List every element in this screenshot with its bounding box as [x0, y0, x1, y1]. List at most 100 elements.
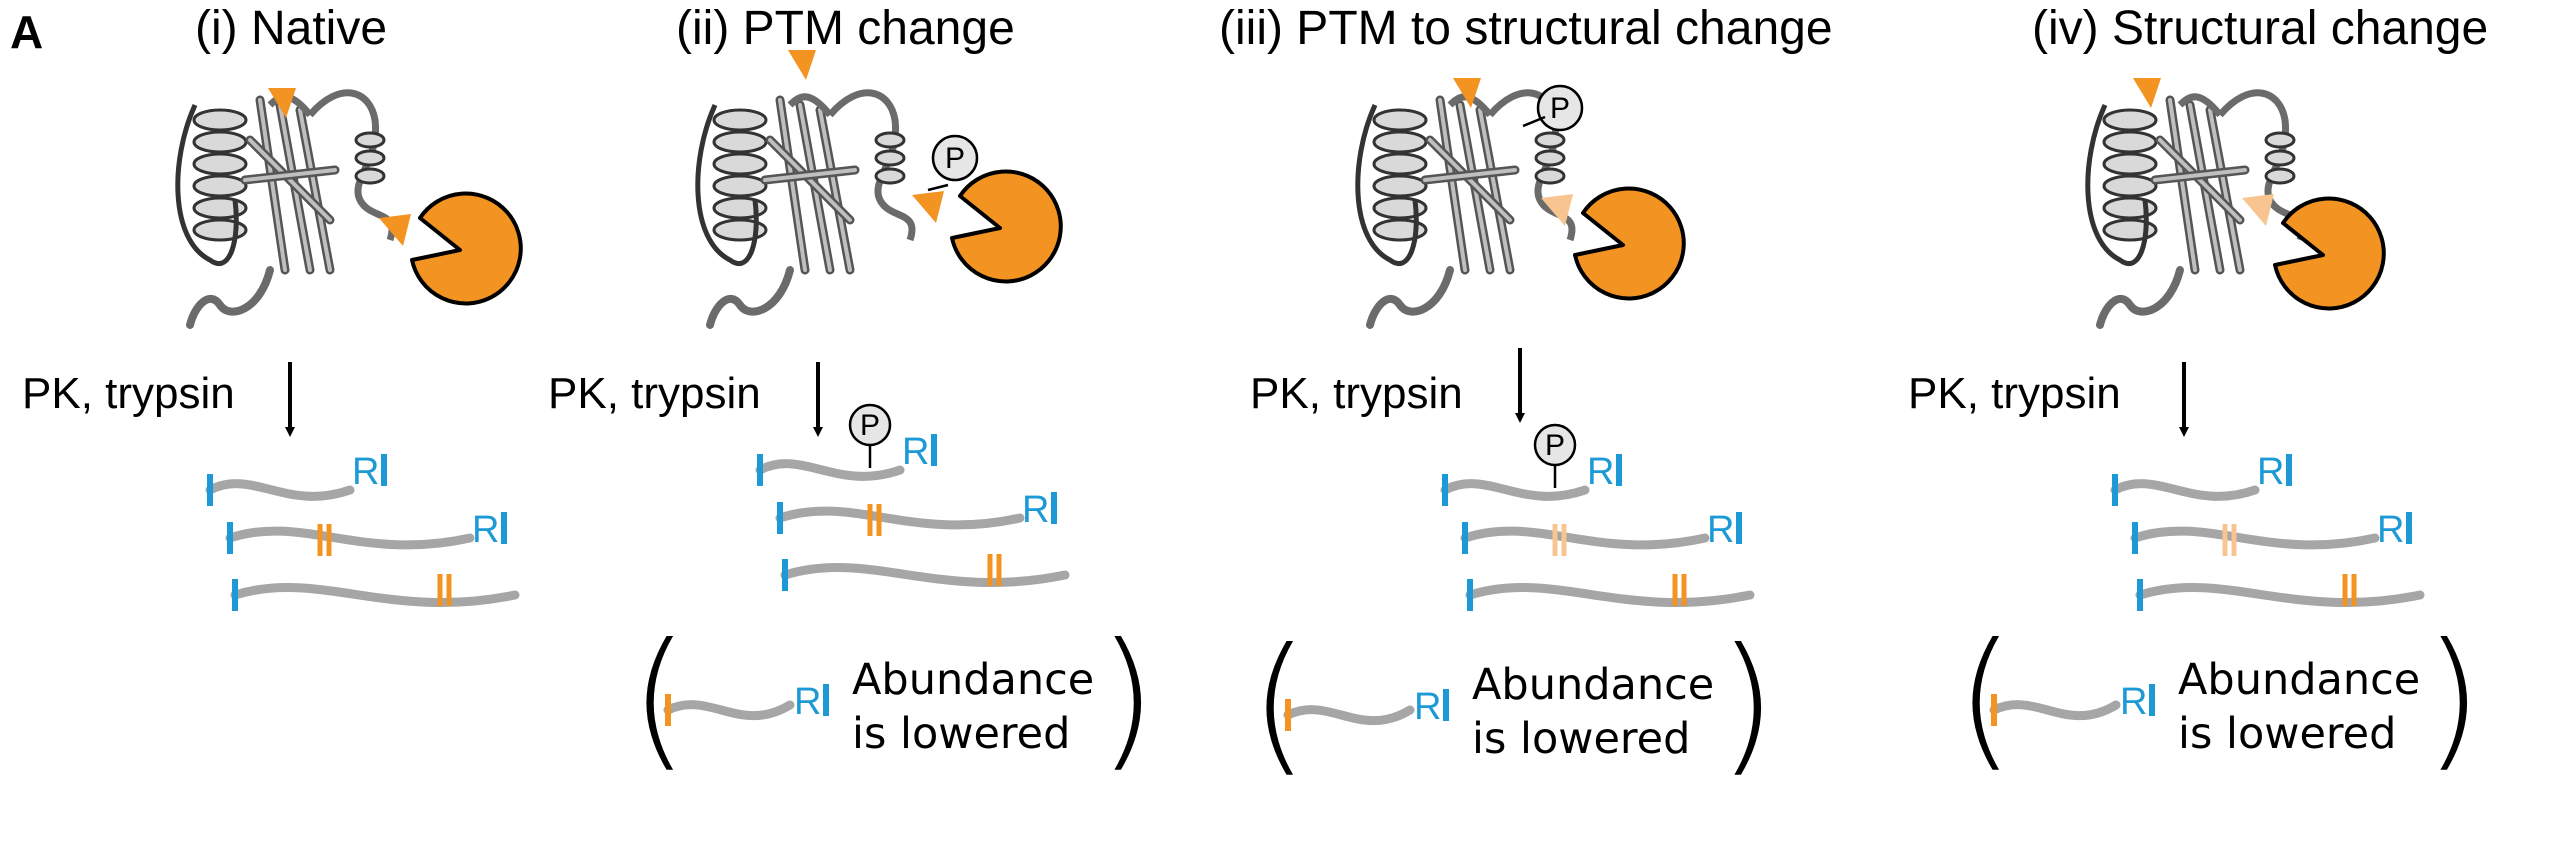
cut-site-triangle [1453, 78, 1481, 108]
cut-site-triangle [1541, 194, 1573, 226]
tryptic-end-symbol: R [2120, 681, 2147, 723]
phospho-symbol: P [1545, 429, 1565, 462]
peptide-strand [205, 479, 355, 501]
backbone [1355, 103, 1419, 266]
beta-strand-highlight [298, 108, 332, 272]
protease-cut-site-icon [788, 50, 816, 80]
tryptic-end-symbol: R [2257, 451, 2284, 493]
peptide-strand [2110, 479, 2260, 501]
cut-site-triangle [2242, 194, 2274, 226]
abundance-note-line2: is lowered [1472, 714, 1690, 764]
tryptic-end-symbol: R [902, 431, 929, 473]
beta-strand-highlight [248, 138, 332, 222]
helix-turn [2102, 108, 2158, 132]
helix-turn [1372, 218, 1428, 242]
protease-cut-site-icon [379, 214, 411, 246]
right-parenthesis: ) [1718, 617, 1777, 791]
tryptic-end-symbol: R [472, 509, 499, 551]
helix-turn [192, 152, 248, 176]
helix-turn [1534, 131, 1566, 149]
digest-label: PK, trypsin [22, 369, 235, 418]
helix-turn [192, 218, 248, 242]
phospho-symbol: P [945, 142, 965, 175]
beta-strand-highlight [1438, 98, 1467, 272]
tryptic-end-symbol: R [1587, 451, 1614, 493]
helix-turn [2102, 152, 2158, 176]
left-parenthesis: ( [1956, 612, 2015, 786]
protease-cut-site-icon [912, 191, 944, 223]
tryptic-end-symbol: R [794, 681, 821, 723]
helix-turn [712, 130, 768, 154]
tryptic-end-symbol: R [1022, 489, 1049, 531]
beta-strand-highlight [1478, 108, 1512, 272]
peptide-strand [780, 563, 1070, 587]
phospho-group-icon: P [1536, 84, 1584, 132]
helix-turn [874, 149, 906, 167]
helix-turn [712, 108, 768, 132]
abundance-note-line1: Abundance [1472, 660, 1714, 710]
protein-structure-icon [175, 89, 396, 329]
protease-icon [2273, 196, 2386, 311]
helix-turn [1372, 130, 1428, 154]
tryptic-end-symbol: R [2377, 509, 2404, 551]
helix-turn [2102, 174, 2158, 198]
right-parenthesis: ) [1098, 612, 1157, 786]
peptide-strand [230, 583, 520, 607]
beta-strand-highlight [1423, 168, 1517, 182]
protein-structure-icon [1355, 89, 1576, 329]
protein-structure-icon [2085, 89, 2306, 329]
protease-body [2273, 196, 2386, 311]
beta-strand-highlight [2153, 168, 2247, 182]
helix-turn [2264, 149, 2296, 167]
peptide-strand [2130, 526, 2380, 550]
protease-cut-site-icon [2242, 194, 2274, 226]
phospho-circle [1536, 84, 1584, 132]
phospho-circle [931, 134, 979, 182]
helix-turn [1534, 167, 1566, 185]
abundance-note-line2: is lowered [852, 709, 1070, 759]
tryptic-end-symbol: R [1707, 509, 1734, 551]
beta-strand-highlight [763, 168, 857, 182]
abundance-note-line1: Abundance [852, 655, 1094, 705]
helix-turn [354, 149, 386, 167]
peptide-strand [225, 526, 475, 550]
protease-cut-site-icon [2133, 78, 2161, 108]
c-terminal-tail [2096, 266, 2184, 329]
beta-strand-highlight [818, 108, 852, 272]
helix-turn [1372, 108, 1428, 132]
phospho-link [927, 183, 949, 192]
helix-turn [354, 167, 386, 185]
cut-site-triangle [788, 50, 816, 80]
beta-strand-highlight [2168, 98, 2197, 272]
phospho-symbol: P [860, 409, 880, 442]
helix-turn [1372, 174, 1428, 198]
abundance-note-line1: Abundance [2178, 655, 2420, 705]
protease-cut-site-icon [268, 88, 296, 118]
phospho-link [1522, 115, 1546, 128]
protein-structure-icon [695, 89, 916, 329]
beta-strand-highlight [2208, 108, 2242, 272]
cut-site-triangle [379, 214, 411, 246]
helix-turn [2264, 131, 2296, 149]
phospho-circle [1533, 423, 1577, 467]
peptide-products: RR [205, 451, 520, 611]
protease-cut-site-icon [1541, 194, 1573, 226]
cut-site-triangle [268, 88, 296, 118]
beta-strand-highlight [2158, 138, 2242, 222]
cut-site-triangle [912, 191, 944, 223]
protease-body [1573, 186, 1686, 301]
protease-icon [1573, 186, 1686, 301]
digest-label: PK, trypsin [548, 369, 761, 418]
left-parenthesis: ( [630, 612, 689, 786]
protease-body [410, 191, 523, 306]
digest-label: PK, trypsin [1250, 369, 1463, 418]
tryptic-end-symbol: R [352, 451, 379, 493]
helix-turn [2264, 167, 2296, 185]
phospho-circle [848, 403, 892, 447]
peptide-strand [1465, 583, 1755, 607]
beta-strand-highlight [258, 98, 287, 272]
